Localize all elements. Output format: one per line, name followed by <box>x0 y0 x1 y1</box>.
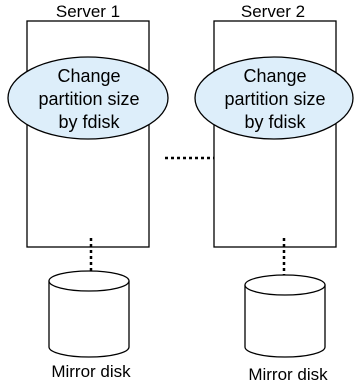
server-2-action-oval <box>194 56 354 140</box>
server-2-label: Server 2 <box>241 2 305 21</box>
server-2-action-line-2: partition size <box>224 89 325 109</box>
server-2-action-line-3: by fdisk <box>244 112 306 132</box>
server-1-action-line-3: by fdisk <box>58 112 120 132</box>
mirror-disk-1-label: Mirror disk <box>51 362 131 381</box>
server-2-action-line-1: Change <box>243 66 306 86</box>
server-1-action-oval <box>7 56 169 140</box>
mirror-disk-2-icon <box>244 274 326 358</box>
mirror-disk-2-label: Mirror disk <box>248 365 328 384</box>
mirror-disk-1-icon <box>48 270 130 358</box>
server-1-label: Server 1 <box>56 2 120 21</box>
server-1-action-line-1: Change <box>57 66 120 86</box>
server-1-action-line-2: partition size <box>38 89 139 109</box>
